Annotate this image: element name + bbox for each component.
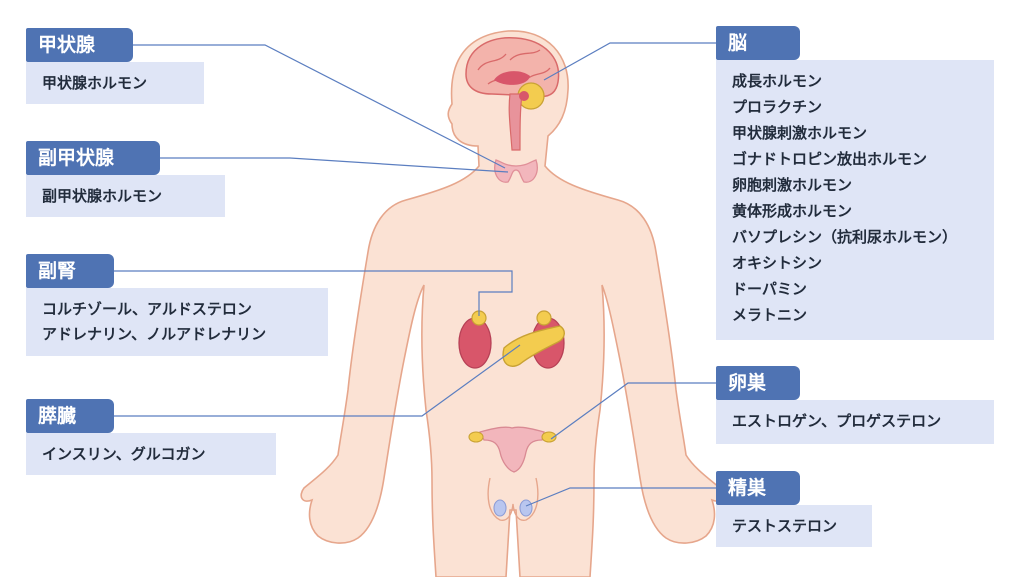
left-kidney-organ	[458, 317, 492, 369]
thyroid-organ	[494, 159, 538, 183]
right-testis-organ	[519, 499, 533, 517]
hormone-item: 黄体形成ホルモン	[732, 202, 853, 220]
connector-thyroid	[133, 44, 506, 169]
adrenal-title: 副腎	[26, 254, 114, 288]
hormone-item: メラトニン	[732, 306, 808, 324]
brain-inner	[494, 71, 530, 85]
pancreas-organ	[502, 325, 565, 367]
scrotum-outline	[487, 477, 539, 521]
brain-title: 脳	[716, 26, 800, 60]
pituitary-organ	[519, 91, 529, 101]
left-ovary-organ	[468, 431, 484, 443]
hormone-item: 甲状腺刺激ホルモン	[732, 124, 868, 142]
hormone-item: 副甲状腺ホルモン	[42, 187, 163, 205]
parathyroid-title: 副甲状腺	[26, 141, 160, 175]
hormone-item: 成長ホルモン	[732, 72, 823, 90]
hormone-item: 甲状腺ホルモン	[42, 74, 148, 92]
connector-ovary	[550, 382, 716, 440]
ovary-hormone-box: エストロゲン、プロゲステロン	[716, 400, 994, 444]
ovary-title: 卵巣	[716, 366, 800, 400]
testis-title: 精巣	[716, 471, 800, 505]
brain-hormone-box: 成長ホルモン プロラクチン 甲状腺刺激ホルモン ゴナドトロピン放出ホルモン 卵胞…	[716, 60, 994, 340]
brainstem-organ	[508, 93, 523, 151]
hormone-item: アドレナリン、ノルアドレナリン	[42, 325, 267, 343]
hormone-item: 卵胞刺激ホルモン	[732, 176, 853, 194]
hormone-item: コルチゾール、アルドステロン	[42, 300, 252, 318]
connector-testis	[525, 487, 716, 507]
parathyroid-hormone-box: 副甲状腺ホルモン	[26, 175, 225, 217]
connector-brain	[543, 42, 716, 81]
connector-adrenal	[114, 270, 513, 316]
body-silhouette	[300, 30, 724, 577]
thyroid-title: 甲状腺	[26, 28, 133, 62]
thyroid-hormone-box: 甲状腺ホルモン	[26, 62, 204, 104]
right-adrenal-organ	[536, 310, 552, 326]
adrenal-hormone-box: コルチゾール、アルドステロン アドレナリン、ノルアドレナリン	[26, 288, 328, 356]
hormone-item: インスリン、グルコガン	[42, 445, 206, 463]
hormone-item: バソプレシン（抗利尿ホルモン）	[732, 228, 958, 246]
hormone-item: ドーパミン	[732, 280, 807, 298]
pancreas-hormone-box: インスリン、グルコガン	[26, 433, 276, 475]
hormone-item: ゴナドトロピン放出ホルモン	[732, 150, 928, 168]
connector-parathyroid	[160, 157, 509, 173]
hormone-item: オキシトシン	[732, 254, 823, 272]
testis-hormone-box: テストステロン	[716, 505, 872, 547]
pancreas-title: 膵臓	[26, 399, 114, 433]
brain-folds	[477, 49, 551, 85]
hormone-item: テストステロン	[732, 517, 838, 535]
hormone-item: プロラクチン	[732, 98, 823, 116]
right-ovary-organ	[541, 431, 557, 443]
left-testis-organ	[493, 499, 507, 517]
uterus-organ	[479, 426, 545, 473]
hormone-item: エストロゲン、プロゲステロン	[732, 412, 942, 430]
connector-pancreas	[114, 344, 521, 417]
